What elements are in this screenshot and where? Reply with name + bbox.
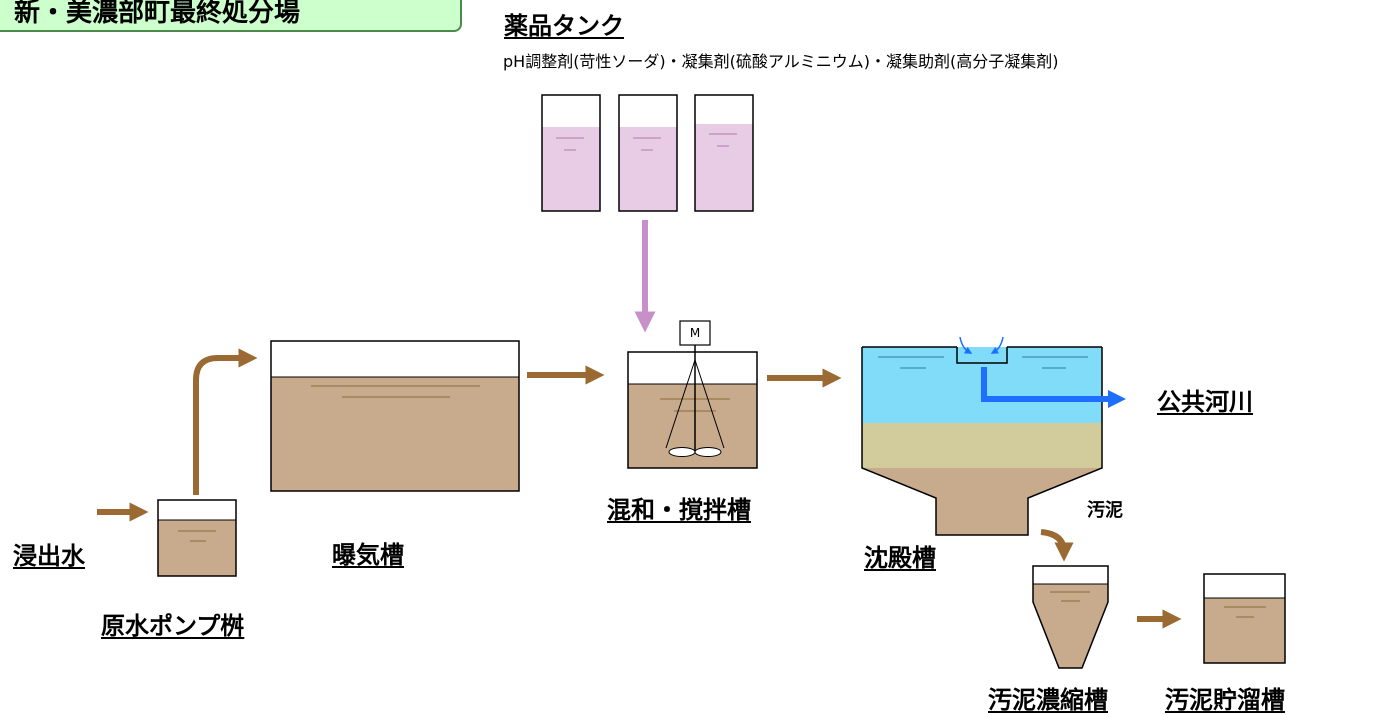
- settling-tank-label: 沈殿槽: [864, 544, 936, 572]
- sludge-storage-tank: [1203, 573, 1286, 664]
- raw-pump-pit-label: 原水ポンプ桝: [101, 612, 245, 640]
- chemical-tanks-title: 薬品タンク: [504, 12, 624, 40]
- pump-to-aeration-arrow: [193, 348, 258, 495]
- sludge-thickener: [1032, 565, 1109, 669]
- motor-label: M: [689, 326, 701, 340]
- chemical-tank-3: [694, 94, 754, 212]
- sludge-thickener-label: 汚泥濃縮槽: [988, 686, 1108, 714]
- agitator: [665, 320, 725, 457]
- title-box: 新・美濃部町最終処分場: [0, 0, 462, 32]
- leachate-label: 浸出水: [13, 542, 85, 570]
- title-text: 新・美濃部町最終処分場: [14, 0, 301, 28]
- settling-tank: [861, 336, 1103, 536]
- sludge-flow-arrow: [1040, 529, 1074, 562]
- chemical-tank-2: [618, 94, 678, 212]
- sludge-storage-label: 汚泥貯溜槽: [1165, 686, 1285, 714]
- treated-water-outflow-arrow: [981, 367, 1126, 408]
- public-river-label: 公共河川: [1157, 388, 1253, 416]
- aeration-tank: [270, 340, 520, 492]
- chemical-tank-1: [541, 94, 601, 212]
- raw-pump-pit: [157, 499, 237, 577]
- mixing-tank-label: 混和・撹拌槽: [607, 496, 751, 524]
- sludge-label: 汚泥: [1087, 500, 1123, 521]
- aeration-tank-label: 曝気槽: [332, 541, 404, 569]
- chemical-description: pH調整剤(苛性ソーダ)・凝集剤(硫酸アルミニウム)・凝集助剤(高分子凝集剤): [503, 52, 1059, 71]
